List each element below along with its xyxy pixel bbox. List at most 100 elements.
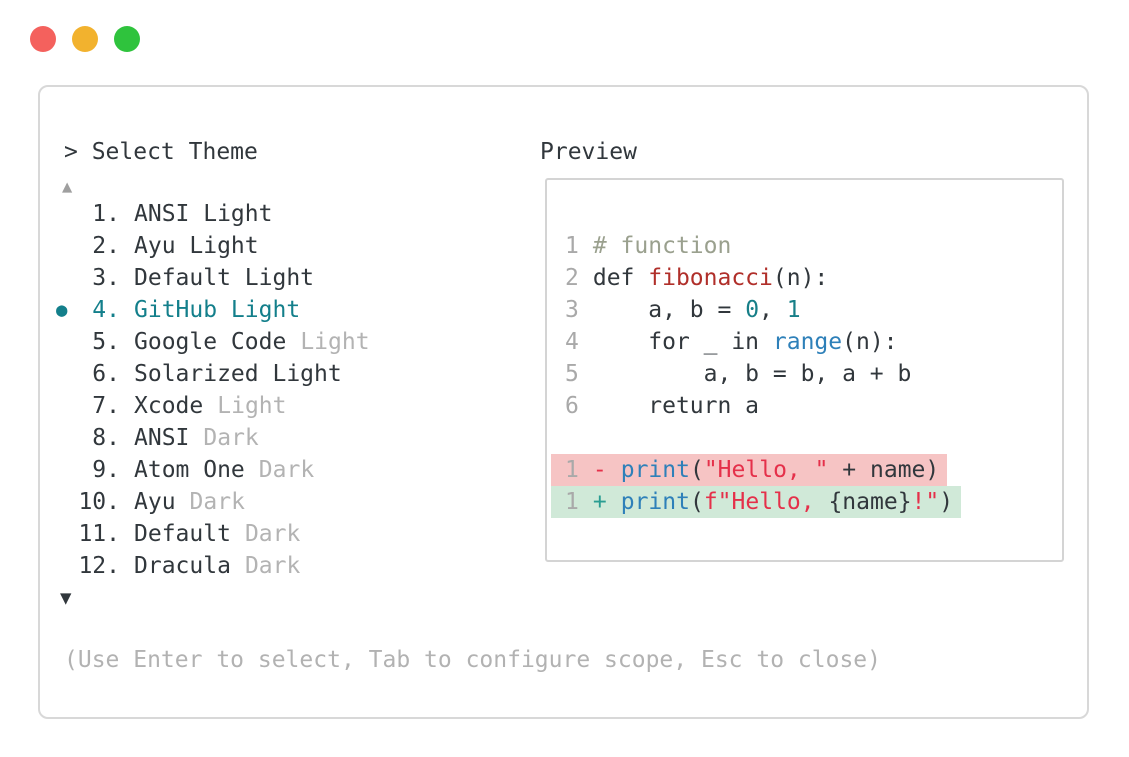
code-line-spacer: [565, 422, 1062, 454]
theme-item-google-code-light[interactable]: 5. Google Code Light: [40, 326, 540, 358]
code-token: (: [689, 489, 704, 515]
item-number: 6.: [92, 361, 120, 387]
theme-item-github-light-selected[interactable]: ● 4. GitHub Light: [40, 294, 540, 326]
item-number: 3.: [92, 265, 120, 291]
item-label: Ayu Light: [134, 233, 259, 259]
code-token: def: [592, 265, 649, 291]
line-number: 5: [565, 361, 579, 387]
theme-item-default-light[interactable]: 3. Default Light: [40, 262, 540, 294]
theme-picker-panel: > Select Theme Preview ▲ 1. ANSI Light 2.…: [38, 85, 1089, 719]
code-line-4: 4 for _ in range(n):: [565, 326, 1062, 358]
code-line-1: 1 # function: [565, 230, 1062, 262]
selected-bullet-icon: ●: [56, 299, 68, 321]
code-token-string: !": [911, 489, 940, 515]
code-token-comment: # function: [592, 233, 732, 259]
item-number: 8.: [92, 425, 120, 451]
code-line-6: 6 return a: [565, 390, 1062, 422]
theme-item-default-dark[interactable]: 11. Default Dark: [40, 518, 540, 550]
item-label: Google Code: [134, 329, 287, 355]
theme-item-dracula-dark[interactable]: 12. Dracula Dark: [40, 550, 540, 582]
code-token-string: "Hello, ": [703, 457, 829, 483]
diff-removed-line: 1-print("Hello, " + name): [551, 454, 1062, 486]
zoom-window-button[interactable]: [114, 26, 140, 52]
theme-item-xcode-light[interactable]: 7. Xcode Light: [40, 390, 540, 422]
theme-item-ayu-light[interactable]: 2. Ayu Light: [40, 230, 540, 262]
item-suffix: Dark: [258, 457, 315, 483]
code-token: ,: [759, 297, 787, 323]
line-number: 1: [565, 233, 579, 259]
diff-removed-highlight: 1-print("Hello, " + name): [551, 454, 948, 486]
line-number: 1: [565, 489, 579, 515]
code-token: (n):: [772, 265, 829, 291]
line-number: 1: [565, 457, 579, 483]
code-token: for _ in: [592, 329, 773, 355]
code-token: a, b =: [592, 297, 746, 323]
item-label: Atom One: [134, 457, 245, 483]
item-label: Default: [134, 521, 231, 547]
code-token-builtin: print: [620, 489, 690, 515]
code-token-string: f"Hello,: [703, 489, 829, 515]
item-suffix: Light: [300, 329, 370, 355]
code-token-number: 1: [786, 297, 801, 323]
theme-list: 1. ANSI Light 2. Ayu Light 3. Default Light…: [40, 198, 540, 582]
item-suffix: Light: [217, 393, 287, 419]
keyboard-hint: (Use Enter to select, Tab to configure s…: [64, 647, 881, 673]
line-number: 3: [565, 297, 579, 323]
line-number: 2: [565, 265, 579, 291]
item-suffix: Dark: [189, 489, 245, 515]
item-number: 2.: [92, 233, 120, 259]
code-token: (: [689, 457, 704, 483]
scroll-up-icon[interactable]: ▲: [62, 177, 73, 197]
scroll-down-icon[interactable]: ▼: [60, 587, 72, 609]
diff-plus-sign: +: [592, 489, 607, 515]
code-line-5: 5 a, b = b, a + b: [565, 358, 1062, 390]
code-token: return a: [592, 393, 760, 419]
code-token: a, b = b, a + b: [592, 361, 912, 387]
code-token: ): [939, 489, 954, 515]
code-token-builtin: range: [772, 329, 843, 355]
theme-item-ansi-dark[interactable]: 8. ANSI Dark: [40, 422, 540, 454]
close-window-button[interactable]: [30, 26, 56, 52]
theme-item-atom-one-dark[interactable]: 9. Atom One Dark: [40, 454, 540, 486]
item-number: 11.: [78, 521, 120, 547]
item-label: Default Light: [134, 265, 315, 291]
code-line-2: 2 def fibonacci(n):: [565, 262, 1062, 294]
code-line-3: 3 a, b = 0, 1: [565, 294, 1062, 326]
item-label: Solarized Light: [134, 361, 342, 387]
item-suffix: Dark: [203, 425, 259, 451]
theme-item-ansi-light[interactable]: 1. ANSI Light: [40, 198, 540, 230]
window-controls: [30, 26, 140, 52]
preview-title: Preview: [540, 139, 637, 165]
item-label: Ayu: [134, 489, 176, 515]
code-token-number: 0: [745, 297, 760, 323]
item-number: 12.: [78, 553, 120, 579]
item-number: 10.: [78, 489, 120, 515]
diff-added-highlight: 1 + print(f"Hello, {name}!"): [551, 486, 962, 518]
item-number: 1.: [92, 201, 120, 227]
line-number: 4: [565, 329, 579, 355]
item-number: 5.: [92, 329, 120, 355]
item-number: 9.: [92, 457, 120, 483]
item-number: 7.: [92, 393, 120, 419]
code-token-builtin: print: [620, 457, 690, 483]
item-label: GitHub Light: [134, 297, 301, 323]
item-label: ANSI Light: [134, 201, 273, 227]
theme-item-solarized-light[interactable]: 6. Solarized Light: [40, 358, 540, 390]
item-label: Xcode: [134, 393, 204, 419]
code-token-function: fibonacci: [648, 265, 773, 291]
code-token: + name): [828, 457, 940, 483]
theme-item-ayu-dark[interactable]: 10. Ayu Dark: [40, 486, 540, 518]
item-label: ANSI: [134, 425, 190, 451]
line-number: 6: [565, 393, 579, 419]
item-number: 4.: [92, 297, 120, 323]
diff-minus-sign: -: [592, 457, 607, 483]
minimize-window-button[interactable]: [72, 26, 98, 52]
item-label: Dracula: [134, 553, 231, 579]
select-theme-prompt: > Select Theme: [64, 139, 258, 165]
item-suffix: Dark: [244, 521, 301, 547]
diff-added-line: 1 + print(f"Hello, {name}!"): [551, 486, 1062, 518]
item-suffix: Dark: [244, 553, 301, 579]
code-token: {name}: [828, 489, 912, 515]
code-token: (n):: [842, 329, 898, 355]
